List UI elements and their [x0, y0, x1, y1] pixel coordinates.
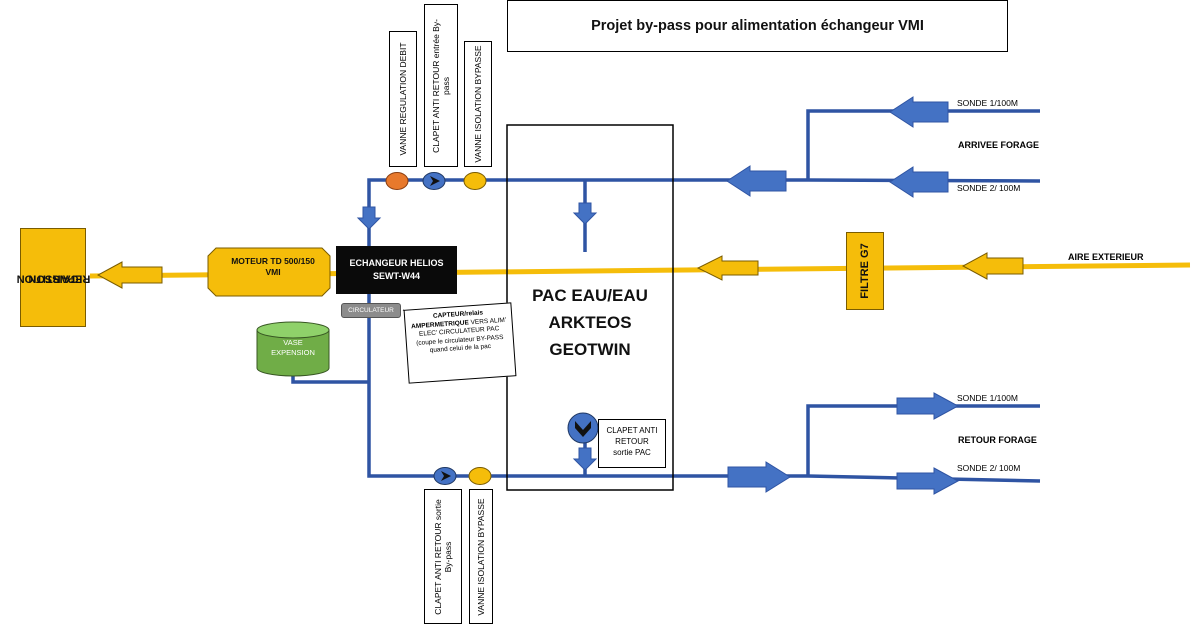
flow-arrow-sonde2-out [896, 467, 960, 495]
vase-expansion-icon [256, 321, 330, 377]
filtre-label: FILTRE G7 [859, 243, 871, 299]
pac-line1: PAC EAU/EAU [532, 286, 648, 305]
flow-arrow-retour [727, 461, 791, 493]
filtre-g7-box: FILTRE G7 [846, 232, 884, 310]
label-vanne-isolation-bottom: VANNE ISOLATION BYPASSE [469, 489, 493, 624]
retour-forage-label: RETOUR FORAGE [958, 435, 1037, 445]
check-valve-pac-arrow [575, 421, 591, 437]
check-valve-pac-icon [567, 412, 599, 444]
air-arrow-left-2 [696, 255, 759, 281]
flow-arrow-arrivee [726, 165, 787, 197]
vase-label: VASE EXPENSION [258, 338, 328, 358]
flow-arrow-down-pac-out [572, 447, 598, 471]
retour-sonde1-label: SONDE 1/100M [957, 393, 1018, 403]
moteur-line2: VMI [265, 267, 281, 277]
flow-arrow-sonde1-out [896, 392, 960, 420]
echangeur-line2: SEWT-W44 [372, 271, 420, 281]
flow-arrow-down-echangeur [356, 206, 382, 230]
caisson-line2: REPARTITION [16, 272, 90, 284]
vase-line1: VASE [283, 338, 303, 347]
aire-exterieur-label: AIRE EXTERIEUR [1068, 252, 1144, 262]
diagram-title: Projet by-pass pour alimentation échange… [507, 0, 1008, 52]
clapet-pac-label: CLAPET ANTI RETOUR sortie PAC [598, 419, 666, 468]
valve-regulation-icon [385, 172, 409, 190]
label-clapet-sortie: CLAPET ANTI RETOUR sortie By-pass [424, 489, 462, 624]
arrivee-sonde2-label: SONDE 2/ 100M [957, 183, 1021, 193]
retour-sonde2-label: SONDE 2/ 100M [957, 463, 1021, 473]
echangeur-line1: ECHANGEUR HELIOS [349, 258, 444, 268]
check-valve-entree-arrow [430, 176, 440, 186]
pac-line2: ARKTEOS [548, 313, 632, 332]
label-vanne-regulation: VANNE REGULATION DEBIT [389, 31, 417, 167]
valve-isolation-top-icon [463, 172, 487, 190]
flow-arrow-down-pac [572, 202, 598, 225]
flow-arrow-sonde1-in [889, 96, 949, 128]
vase-line2: EXPENSION [271, 348, 315, 357]
moteur-line1: MOTEUR TD 500/150 [231, 256, 315, 266]
flow-arrow-sonde2-in [889, 166, 949, 198]
pac-line3: GEOTWIN [549, 340, 631, 359]
pac-label: PAC EAU/EAU ARKTEOS GEOTWIN [508, 282, 672, 363]
label-vanne-isolation-top: VANNE ISOLATION BYPASSE [464, 41, 492, 167]
clapet-pac-line1: CLAPET ANTI [606, 426, 658, 435]
echangeur-box: ECHANGEUR HELIOS SEWT-W44 [336, 246, 457, 294]
moteur-label: MOTEUR TD 500/150 VMI [215, 256, 331, 278]
arrivee-forage-label: ARRIVEE FORAGE [958, 140, 1040, 150]
valve-isolation-bottom-icon [468, 467, 492, 485]
label-clapet-entree: CLAPET ANTI RETOUR entrée By-pass [424, 4, 458, 167]
capteur-note: CAPTEUR/relais AMPERMETRIQUE VERS ALIM' … [403, 302, 517, 384]
air-arrow-left-1 [96, 261, 163, 289]
moteur-box [207, 247, 331, 297]
clapet-pac-line2: RETOUR [615, 437, 649, 446]
check-valve-sortie-arrow [441, 471, 451, 481]
circulateur-box: CIRCULATEUR [341, 303, 401, 318]
clapet-pac-line3: sortie PAC [613, 448, 651, 457]
arrivee-sonde1-label: SONDE 1/100M [957, 98, 1018, 108]
air-arrow-left-3 [961, 252, 1024, 280]
